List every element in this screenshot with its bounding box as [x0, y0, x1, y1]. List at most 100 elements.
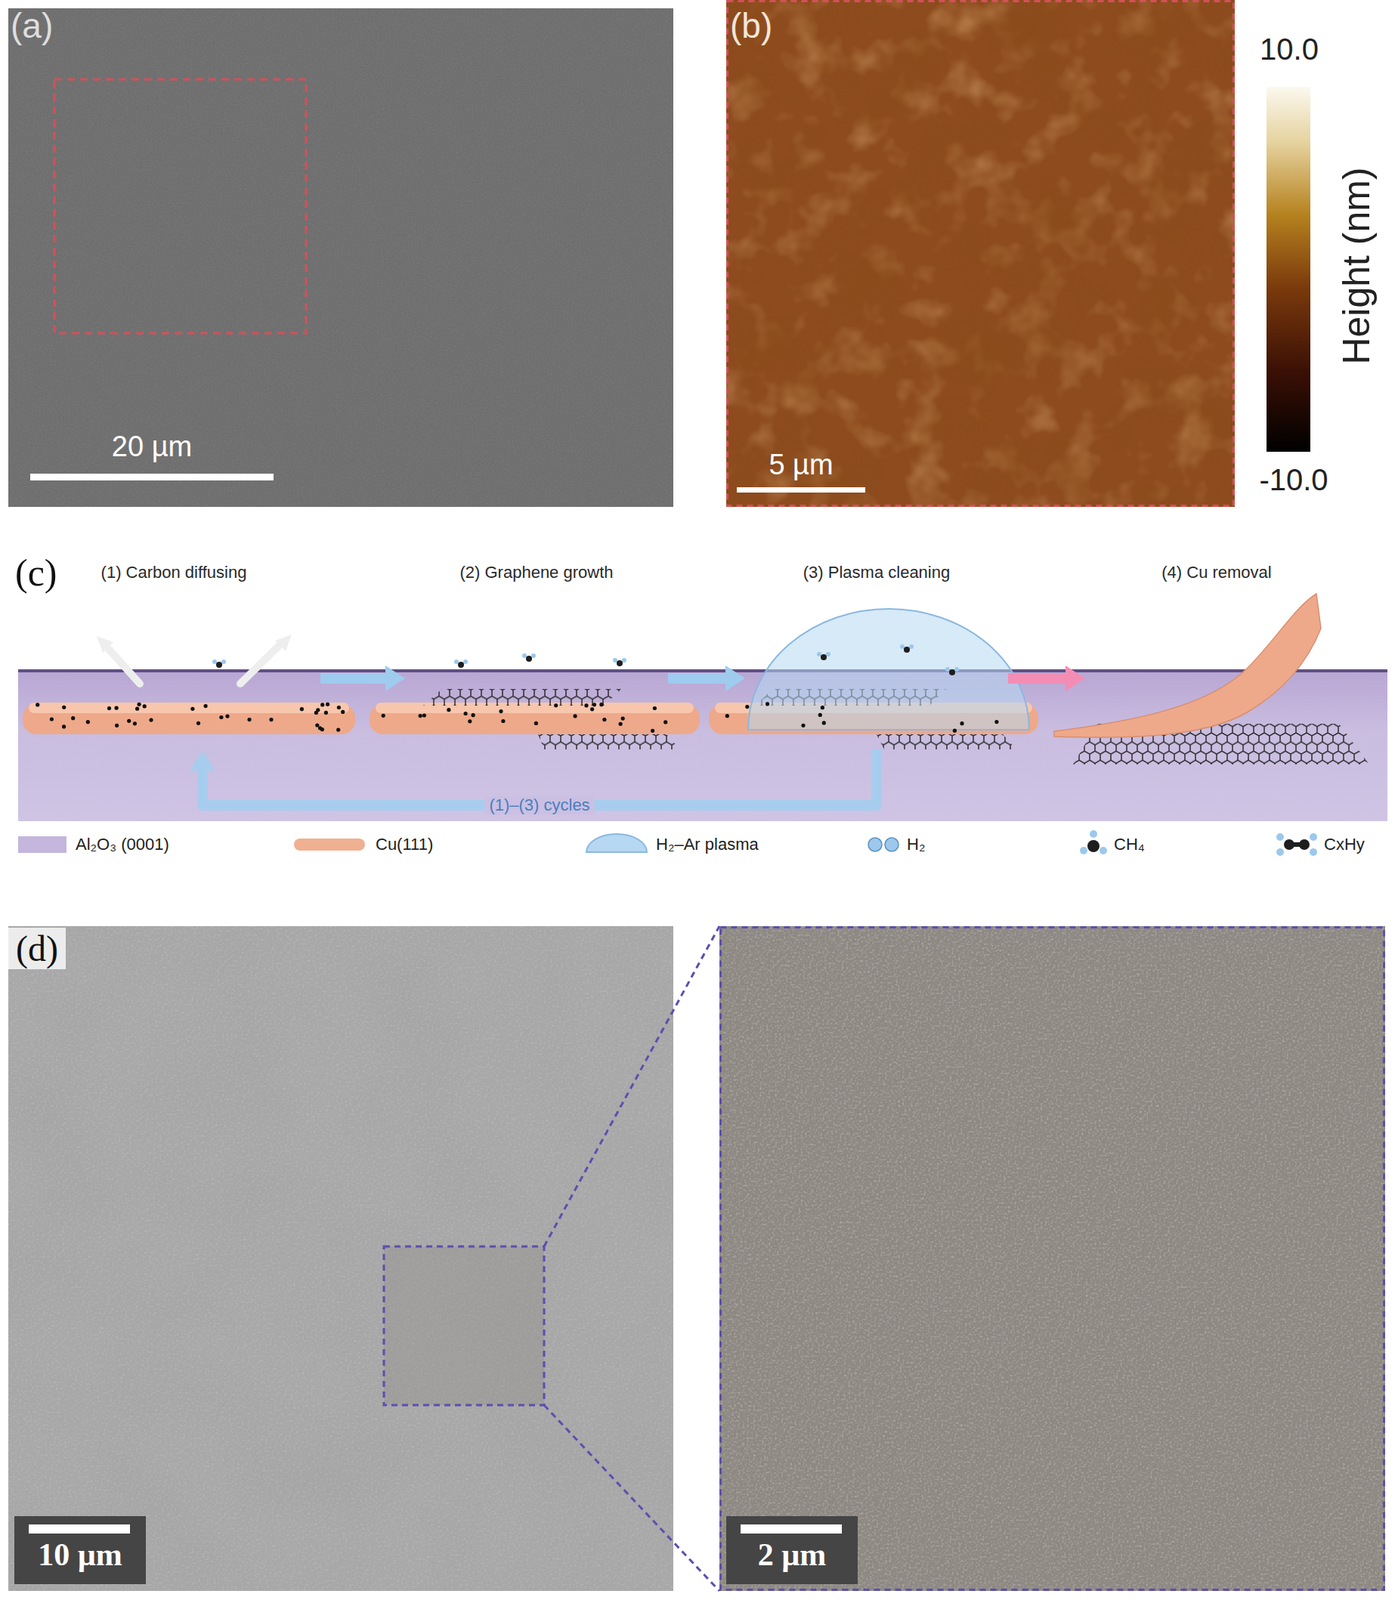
copper-slab: [22, 702, 356, 735]
copper-slab: [369, 702, 700, 735]
hydrogen-atom: [900, 644, 905, 650]
panel-label: 10.0: [1259, 31, 1319, 67]
hydrogen-atom: [621, 658, 627, 663]
carbon-atom: [204, 704, 208, 709]
peeled-copper: [1054, 593, 1321, 738]
sem-texture: [8, 926, 674, 1592]
graphene-layer: [538, 734, 681, 750]
carbon-atom: [498, 709, 503, 714]
carbon-atom: [216, 661, 223, 669]
legend-text: H₂: [906, 835, 925, 854]
carbon-atom: [994, 720, 999, 724]
zoom-line: [544, 926, 720, 1247]
flow-arrow: [668, 665, 746, 692]
carbon-atoms: [35, 644, 999, 734]
color-bar: [1266, 86, 1311, 452]
carbon-atom: [247, 717, 251, 722]
carbon-atom: [49, 717, 54, 721]
carbon-atom: [573, 714, 578, 718]
carbon-atom: [114, 706, 119, 711]
carbon-atom: [190, 707, 195, 712]
carbon-atom: [584, 703, 588, 708]
scale-bar: [736, 487, 866, 493]
carbon-atom: [336, 728, 341, 733]
carbon-atom: [457, 661, 464, 669]
arrow-line: [320, 673, 390, 684]
legend-text: CH₄: [1113, 835, 1145, 854]
carbon-atom: [126, 719, 131, 724]
carbon-atom: [61, 724, 66, 729]
carbon-atom: [225, 714, 229, 719]
flow-arrow: [320, 665, 406, 692]
carbon-atom: [471, 713, 476, 718]
flow-arrow: [1008, 665, 1086, 692]
arrow-head: [385, 665, 406, 692]
carbon-atom: [725, 714, 730, 718]
legend-text: H₂–Ar plasma: [655, 835, 759, 854]
step-heading: (4) Cu removal: [1088, 562, 1346, 583]
plasma-dome: [748, 609, 1030, 730]
carbon-atom: [337, 705, 341, 710]
carbon-atom: [663, 720, 668, 724]
carbon-atom: [114, 723, 119, 728]
step-heading: (3) Plasma cleaning: [748, 562, 1006, 583]
graphene-layer: [423, 689, 622, 706]
carbon-atom: [324, 711, 328, 715]
zoom-frame: [54, 79, 307, 334]
carbon-atom: [590, 707, 594, 712]
carbon-atom: [952, 729, 957, 734]
hydrogen-atom: [945, 667, 950, 672]
hydrogen-atom: [909, 644, 914, 650]
carbon-atom: [107, 706, 112, 711]
carbon-atom: [959, 721, 964, 726]
carbon-atom: [592, 702, 597, 707]
carbon-atom: [618, 722, 623, 727]
arrow-head: [725, 665, 746, 692]
graphene-layer: [876, 734, 1017, 750]
sapphire-substrate: [18, 671, 1388, 822]
hydrogen-atom: [221, 659, 226, 665]
afm-texture: [726, 0, 1235, 508]
panel-label: Height (nm): [1335, 167, 1380, 365]
step-heading: (1) Carbon diffusing: [30, 562, 318, 583]
carbon-atom: [534, 721, 539, 726]
carbon-atom: [650, 729, 655, 734]
sem-panel: [719, 926, 1386, 1592]
carbon-atom: [320, 702, 325, 707]
ch4-icon: [1079, 830, 1108, 855]
carbon-atom: [381, 714, 386, 718]
step-heading: (2) Graphene growth: [408, 562, 665, 583]
panel-label: (b): [729, 6, 773, 47]
carbon-atom: [801, 723, 805, 728]
carbon-atom: [196, 721, 201, 726]
carbon-atom: [501, 719, 505, 724]
legend-text: Al₂O₃ (0001): [75, 835, 170, 854]
carbon-atom: [314, 711, 319, 715]
carbon-atom: [818, 713, 823, 718]
process-step: (2) Graphene growth: [408, 562, 665, 749]
afm-panel: [726, 0, 1235, 508]
panel-label: (a): [10, 6, 53, 47]
diffusion-arrow: [96, 634, 292, 684]
hydrogen-atom: [212, 659, 217, 665]
scale-box: [726, 1516, 858, 1585]
carbon-atom: [446, 708, 451, 712]
sem-panel: [8, 926, 674, 1592]
carbon-atom: [35, 702, 40, 707]
hydrogen-atom: [463, 659, 468, 665]
substrate-edge: [18, 669, 1388, 673]
carbon-atom: [300, 707, 304, 712]
h2-icon: [868, 838, 899, 852]
hydrogen-atom: [612, 658, 618, 663]
arrow-line: [1008, 673, 1071, 684]
arrow-head: [189, 751, 216, 771]
panel-label: 2 µm: [757, 1537, 827, 1574]
carbon-atom: [467, 719, 472, 724]
afm-texture: [726, 0, 1235, 508]
sem-texture: [719, 926, 1386, 1592]
carbon-atom: [463, 711, 468, 716]
carbon-atom: [137, 702, 142, 707]
